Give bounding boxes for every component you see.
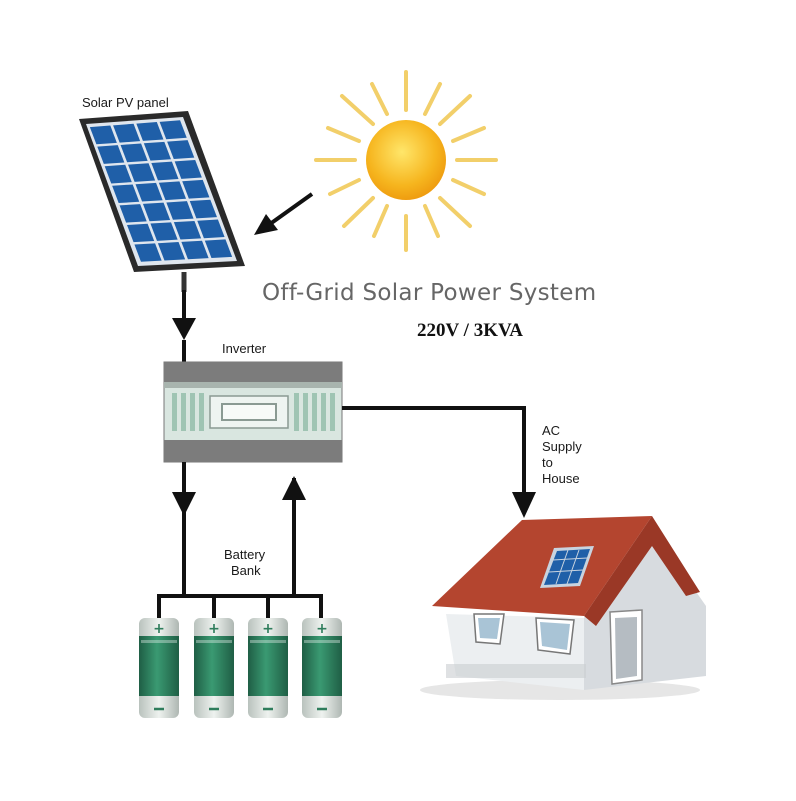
- solar-cell: [97, 145, 125, 164]
- inverter-label: Inverter: [222, 341, 267, 356]
- battery-bus: [157, 594, 323, 618]
- solar-cell: [150, 222, 178, 241]
- solar-cell: [120, 143, 148, 163]
- solar-cell: [128, 163, 156, 182]
- ac-supply-label-line4: House: [542, 471, 580, 486]
- solar-cell: [126, 223, 155, 243]
- solar-cell: [158, 181, 187, 201]
- svg-text:+: +: [262, 621, 274, 637]
- battery-icon: +: [248, 618, 288, 718]
- solar-cell: [167, 140, 195, 160]
- solar-cell: [136, 122, 164, 141]
- sunlight-arrow: [254, 192, 314, 235]
- solar-cell: [113, 123, 141, 143]
- solar-cell: [151, 161, 179, 181]
- ac-supply-label-line3: to: [542, 455, 553, 470]
- inverter-to-battery-arrow: [172, 462, 196, 596]
- solar-cell: [204, 239, 233, 258]
- solar-cell: [197, 219, 225, 239]
- inverter-icon: [163, 361, 343, 463]
- svg-text:+: +: [208, 621, 220, 637]
- solar-cell: [134, 243, 162, 262]
- sun-icon: [314, 70, 498, 252]
- solar-panel-icon: [79, 111, 245, 292]
- battery-to-inverter-arrow: [282, 476, 306, 596]
- solar-cell: [181, 240, 209, 260]
- ac-supply-label-line2: Supply: [542, 439, 582, 454]
- solar-cell: [142, 202, 171, 222]
- battery-bank-label-line1: Battery: [224, 547, 266, 562]
- solar-panel-label: Solar PV panel: [82, 95, 169, 110]
- diagram-title: Off-Grid Solar Power System: [262, 280, 597, 306]
- battery-bank-label-line2: Bank: [231, 563, 261, 578]
- svg-text:+: +: [316, 621, 328, 637]
- diagram-subtitle: 220V / 3KVA: [417, 320, 523, 341]
- solar-cell: [89, 125, 117, 145]
- solar-cell: [157, 242, 186, 261]
- battery-icon: +: [302, 618, 342, 718]
- ac-supply-label-line1: AC: [542, 423, 561, 438]
- solar-cell: [104, 164, 132, 184]
- solar-cell: [159, 120, 187, 140]
- inverter-to-house-arrow: [342, 406, 536, 518]
- solar-cell: [143, 141, 171, 161]
- battery-icon: +: [139, 618, 179, 718]
- solar-cell: [189, 199, 217, 219]
- solar-cell: [166, 201, 194, 220]
- house-icon: [420, 516, 706, 700]
- solar-cell: [182, 179, 210, 199]
- panel-to-inverter-arrow: [172, 290, 196, 362]
- svg-text:+: +: [153, 621, 165, 637]
- solar-cell: [119, 204, 147, 223]
- solar-cell: [173, 220, 202, 240]
- solar-cell: [135, 182, 163, 202]
- solar-cell: [112, 184, 140, 204]
- battery-icon: +: [194, 618, 234, 718]
- battery-bank: + + + +: [139, 618, 342, 718]
- solar-cell: [174, 160, 202, 179]
